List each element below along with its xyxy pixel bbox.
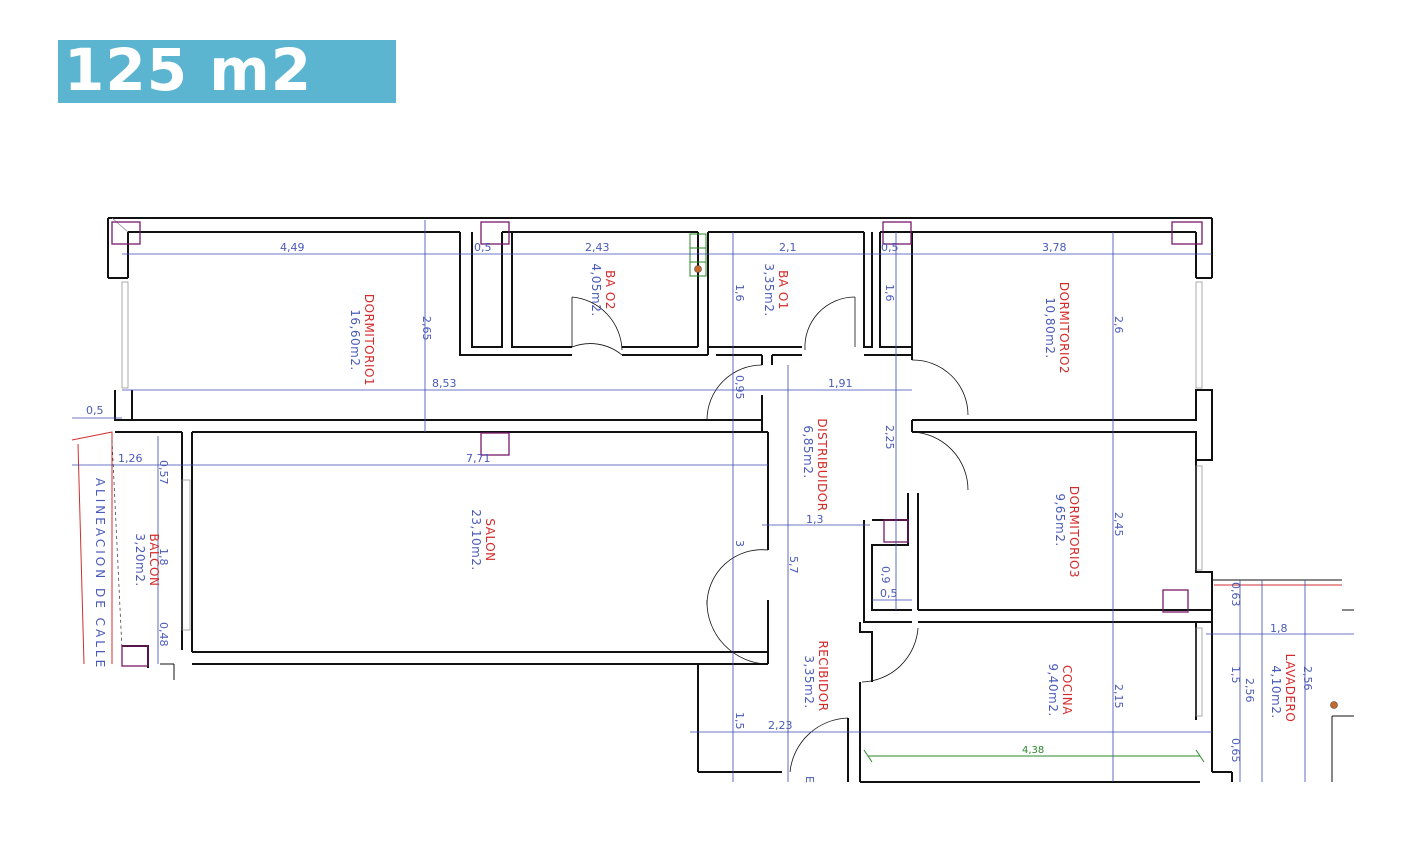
room-area-dormitorio2: 10,80m2. xyxy=(1043,297,1057,359)
room-labels: DORMITORIO1 16,60m2. BA O2 4,05m2. BA O1… xyxy=(93,263,1297,722)
room-name-bano1: BA O1 xyxy=(776,270,790,310)
dim-label: 0,5 xyxy=(880,587,898,600)
dim-label: 2,43 xyxy=(585,241,610,254)
room-name-recibidor: RECIBIDOR xyxy=(816,640,830,711)
dim-label: 1,8 xyxy=(157,548,170,566)
room-name-dormitorio3: DORMITORIO3 xyxy=(1067,486,1081,578)
dim-label: 0,5 xyxy=(881,241,899,254)
street-alignment-label: ALINEACION DE CALLE xyxy=(93,478,107,670)
dim-label: 2,23 xyxy=(768,719,793,732)
room-area-dormitorio1: 16,60m2. xyxy=(348,309,362,371)
dim-label: 2,1 xyxy=(779,241,797,254)
dim-label-green: 4,38 xyxy=(1022,745,1044,756)
room-name-balcon: BALCON xyxy=(147,534,161,587)
dim-label: 5,7 xyxy=(787,556,800,574)
dim-label: 8,53 xyxy=(432,377,457,390)
area-total-label: 125 m2 xyxy=(64,36,313,104)
dim-label: 2,65 xyxy=(420,316,433,341)
room-name-lavadero: LAVADERO xyxy=(1283,654,1297,723)
dim-label: 7,71 xyxy=(466,452,491,465)
room-area-recibidor: 3,35m2. xyxy=(802,655,816,708)
room-area-lavadero: 4,10m2. xyxy=(1269,665,1283,718)
room-name-dormitorio2: DORMITORIO2 xyxy=(1057,282,1071,374)
windows xyxy=(111,217,1203,717)
dim-label: 3,78 xyxy=(1042,241,1067,254)
room-area-distribuidor: 6,85m2. xyxy=(801,425,815,478)
dim-label: 0,57 xyxy=(157,460,170,485)
dim-label: 2,6 xyxy=(1112,316,1125,334)
room-area-bano2: 4,05m2. xyxy=(589,263,603,316)
dim-label: 1,6 xyxy=(883,284,896,302)
dim-label: 1,91 xyxy=(828,377,853,390)
room-name-distribuidor: DISTRIBUIDOR xyxy=(815,418,829,511)
dim-label: 2,45 xyxy=(1112,512,1125,537)
dim-label: 2,56 xyxy=(1301,666,1314,691)
gas-fixture xyxy=(689,233,1338,709)
dim-label: E xyxy=(803,776,816,783)
room-area-balcon: 3,20m2. xyxy=(133,533,147,586)
dim-label: 2,15 xyxy=(1112,684,1125,709)
street-alignment xyxy=(71,431,1342,665)
room-name-cocina: COCINA xyxy=(1060,665,1074,715)
room-name-dormitorio1: DORMITORIO1 xyxy=(362,294,376,386)
dim-label: 0,65 xyxy=(1229,738,1242,763)
room-area-cocina: 9,40m2. xyxy=(1046,663,1060,716)
dim-label: 2,56 xyxy=(1243,678,1256,703)
room-name-bano2: BA O2 xyxy=(603,270,617,310)
dim-label: 0,95 xyxy=(733,375,746,400)
dim-label: 3 xyxy=(733,540,746,547)
room-area-bano1: 3,35m2. xyxy=(762,263,776,316)
dim-label: 1,8 xyxy=(1270,622,1288,635)
dimension-lines xyxy=(72,220,1354,782)
room-area-salon: 23,10m2. xyxy=(469,509,483,571)
walls xyxy=(107,217,1354,783)
dim-label: 2,25 xyxy=(883,425,896,450)
doors xyxy=(571,296,969,773)
dim-label: 4,49 xyxy=(280,241,305,254)
room-area-dormitorio3: 9,65m2. xyxy=(1053,493,1067,546)
dim-label: 0,5 xyxy=(86,404,104,417)
area-badge: 125 m2 xyxy=(58,36,396,104)
dim-label: 0,5 xyxy=(474,241,492,254)
room-name-salon: SALON xyxy=(483,518,497,561)
dim-label: 0,63 xyxy=(1229,582,1242,607)
dim-label: 1,5 xyxy=(733,712,746,730)
dimension-labels: 4,49 0,5 2,43 2,1 0,5 3,78 8,53 1,91 0,5… xyxy=(86,241,1314,783)
columns xyxy=(111,221,1203,667)
dim-label: 1,5 xyxy=(1229,666,1242,684)
dim-label: 0,9 xyxy=(879,566,892,584)
dim-label: 1,6 xyxy=(733,284,746,302)
dim-label: 0,48 xyxy=(157,622,170,647)
dim-label: 1,26 xyxy=(118,452,143,465)
dim-label: 1,3 xyxy=(806,513,824,526)
